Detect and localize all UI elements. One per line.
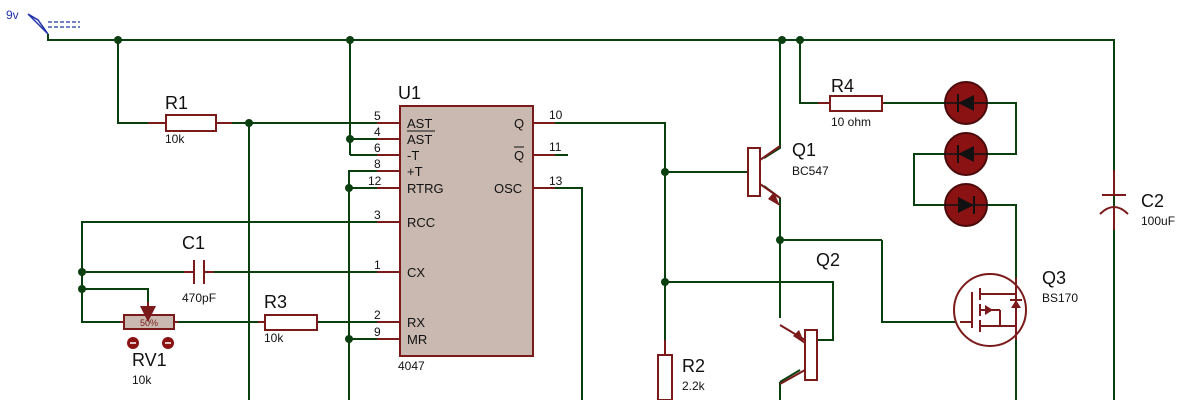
- transistor-q2[interactable]: Q2: [779, 250, 840, 385]
- ic-pin-number: 6: [374, 141, 381, 155]
- c2-ref: C2: [1141, 191, 1164, 211]
- ic-pin-label: RCC: [407, 215, 435, 230]
- ic-pin-number: 3: [374, 208, 381, 222]
- r1-value: 10k: [165, 132, 185, 146]
- mosfet-q3[interactable]: Q3 BS170: [953, 268, 1078, 347]
- ic-pin-number: 1: [374, 258, 381, 272]
- ic-pin-label: AST: [407, 116, 432, 131]
- ic-pin-number: 10: [549, 108, 563, 122]
- q1-value: BC547: [792, 164, 829, 178]
- q3-ref: Q3: [1042, 268, 1066, 288]
- ic-pin-label: AST: [407, 132, 432, 147]
- transistor-q1[interactable]: Q1 BC547: [747, 140, 829, 206]
- led-2[interactable]: [944, 132, 988, 176]
- r2-value: 2.2k: [682, 379, 706, 393]
- r4-value: 10 ohm: [831, 115, 871, 129]
- ic-pin-label: -T: [407, 148, 419, 163]
- resistor-r3[interactable]: R3 10k: [258, 292, 318, 345]
- ic-pin-number: 12: [368, 174, 382, 188]
- capacitor-c2[interactable]: C2 100uF: [1099, 170, 1175, 230]
- resistor-r4[interactable]: R4 10 ohm: [818, 76, 884, 129]
- led-icon: [944, 196, 988, 214]
- ic-pin-label: RTRG: [407, 181, 444, 196]
- rv1-setting: 50%: [140, 318, 158, 328]
- led-3[interactable]: [944, 183, 988, 227]
- ic-pin-number: 2: [374, 308, 381, 322]
- r4-ref: R4: [831, 76, 854, 96]
- rv1-ref: RV1: [132, 350, 167, 370]
- q1-ref: Q1: [792, 140, 816, 160]
- ic-pin-label: OSC: [494, 181, 522, 196]
- r3-ref: R3: [264, 292, 287, 312]
- q2-ref: Q2: [816, 250, 840, 270]
- junction-dots: [78, 36, 804, 343]
- power-terminal-icon: [27, 13, 80, 35]
- ic-ref: U1: [398, 83, 421, 103]
- ic-pin-number: 4: [374, 125, 381, 139]
- rv1-value: 10k: [132, 373, 152, 387]
- ic-pin-number: 13: [549, 174, 563, 188]
- c1-ref: C1: [182, 233, 205, 253]
- ic-pin-label: RX: [407, 315, 425, 330]
- ic-pin-number: 9: [374, 325, 381, 339]
- led-icon: [944, 94, 988, 112]
- ic-pin-label: Q: [514, 148, 524, 163]
- ic-pin-label: +T: [407, 164, 423, 179]
- capacitor-c1[interactable]: C1 470pF: [182, 233, 216, 305]
- resistor-r1[interactable]: R1 10k: [148, 93, 232, 146]
- led-1[interactable]: [944, 81, 988, 125]
- ic-pin-number: 5: [374, 109, 381, 123]
- ic-pin-number: 11: [549, 140, 562, 154]
- ic-pin-label: MR: [407, 332, 427, 347]
- ic-part: 4047: [398, 359, 425, 373]
- resistor-r2[interactable]: R2 2.2k: [657, 340, 706, 400]
- led-icon: [944, 145, 988, 163]
- r2-ref: R2: [682, 356, 705, 376]
- c1-value: 470pF: [182, 291, 216, 305]
- supply-label: 9v: [6, 8, 19, 22]
- ic-pin-number: 8: [374, 157, 381, 171]
- r3-value: 10k: [264, 331, 284, 345]
- ic-pin-label: Q: [514, 116, 524, 131]
- r1-ref: R1: [165, 93, 188, 113]
- potentiometer-rv1[interactable]: 50% RV1 10k: [120, 302, 178, 387]
- q3-value: BS170: [1042, 291, 1078, 305]
- supply-terminal: 9v: [6, 8, 80, 35]
- ic-u1[interactable]: U1 4047 5 4 6 8 12 3 1 2 9 AST AST: [368, 83, 563, 373]
- c2-value: 100uF: [1141, 214, 1175, 228]
- ic-pin-label: CX: [407, 265, 425, 280]
